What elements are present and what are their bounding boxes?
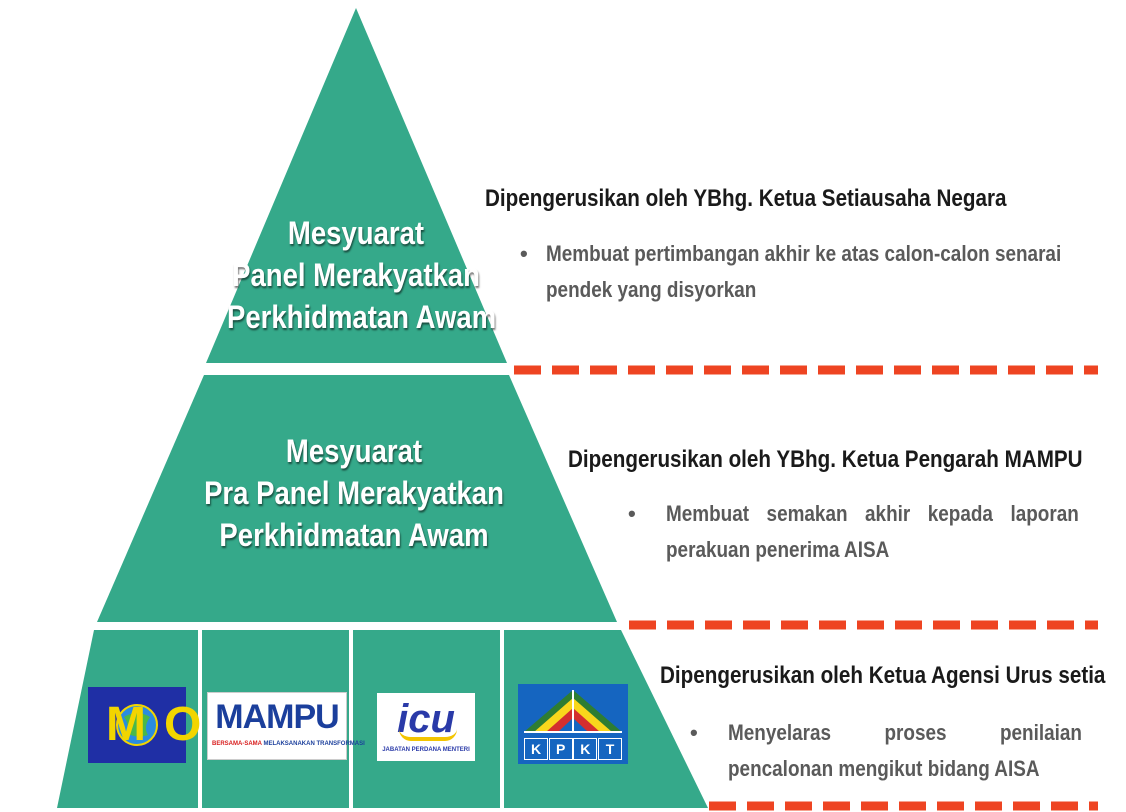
tier-label-line: Mesyuarat	[285, 433, 423, 469]
kpkt-logo: K P K T	[518, 684, 628, 764]
tier-middle-heading: Dipengerusikan oleh YBhg. Ketua Pengarah…	[568, 446, 1083, 473]
bullet-line: pendek yang disyorkan	[546, 277, 757, 302]
bullet-line: pencalonan mengikut bidang AISA	[728, 756, 1040, 781]
mampu-logo: MAMPU BERSAMA-SAMA MELAKSANAKAN TRANSFOR…	[207, 692, 365, 760]
bullet-line: Menyelaras proses penilaian	[728, 720, 1082, 745]
icu-tagline: JABATAN PERDANA MENTERI	[382, 747, 470, 753]
divider-line	[349, 630, 353, 810]
tier-bottom-heading: Dipengerusikan oleh Ketua Agensi Urus se…	[660, 662, 1106, 689]
tier-middle-bullet: • Membuat semakan akhir kepada laporan p…	[626, 496, 1096, 570]
kpkt-letter: T	[597, 738, 622, 760]
tier-top-bullet: • Membuat pertimbangan akhir ke atas cal…	[520, 236, 1120, 310]
tier-label-line: Perkhidmatan Awam	[219, 517, 489, 553]
mampu-tagline-a: BERSAMA-SAMA	[212, 741, 262, 747]
tier-label-line: Pra Panel Merakyatkan	[204, 475, 504, 511]
kpkt-roof-icon	[524, 690, 622, 733]
divider-line	[500, 630, 504, 810]
tier-middle-label: Mesyuarat Pra Panel Merakyatkan Perkhidm…	[199, 430, 509, 556]
mampu-logo-text: MAMPU	[215, 698, 339, 736]
icu-logo: ICU JABATAN PERDANA MENTERI	[377, 693, 475, 761]
icu-swoosh-icon	[399, 729, 457, 741]
bullet-line: perakuan penerima AISA	[666, 537, 890, 562]
kpkt-letter: K	[573, 738, 598, 760]
divider-line	[198, 630, 202, 810]
mof-logo-text: MOF	[106, 698, 267, 751]
kpkt-letter: P	[548, 738, 573, 760]
kpkt-letter: K	[524, 738, 548, 760]
tier-label-line: Perkhidmatan Awam	[227, 299, 497, 335]
bullet-line: Membuat pertimbangan akhir ke atas calon…	[546, 241, 1062, 266]
tier-top-label: Mesyuarat Panel Merakyatkan Perkhidmatan…	[227, 212, 497, 338]
bullet-icon: •	[628, 501, 636, 526]
tier-label-line: Panel Merakyatkan	[232, 257, 480, 293]
pyramid-tier-top	[206, 8, 507, 363]
mof-emblem-icon	[116, 704, 158, 746]
mampu-tagline: BERSAMA-SAMA MELAKSANAKAN TRANSFORMASI	[212, 741, 365, 747]
tier-label-line: Mesyuarat	[287, 215, 425, 251]
tier-top-heading: Dipengerusikan oleh YBhg. Ketua Setiausa…	[485, 185, 1007, 212]
tier-bottom-bullet: • Menyelaras proses penilaian pencalonan…	[688, 715, 1088, 789]
kpkt-letters: K P K T	[524, 738, 622, 760]
bullet-icon: •	[690, 720, 698, 745]
bullet-line: Membuat semakan akhir kepada laporan	[666, 501, 1079, 526]
mampu-tagline-b: MELAKSANAKAN TRANSFORMASI	[263, 741, 365, 747]
pyramid-tier-middle	[97, 375, 617, 622]
bullet-icon: •	[520, 241, 528, 266]
mof-logo: MOF	[88, 687, 267, 763]
